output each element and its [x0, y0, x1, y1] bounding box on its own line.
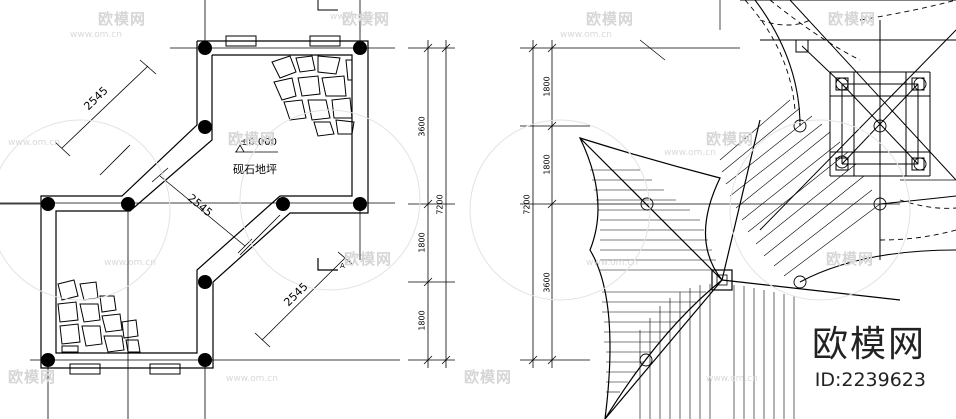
column: [353, 197, 367, 211]
dim-b-segment-mid: 1800: [542, 154, 552, 175]
dim-a-segment-upper: 3600: [417, 116, 427, 137]
elevation-symbol: [235, 144, 278, 153]
column: [41, 197, 55, 211]
section-marker-label: A: [340, 262, 345, 270]
dim-b-segment-upper: 1800: [542, 76, 552, 97]
watermark-url: www.om.cn: [8, 138, 60, 148]
watermark-url: www.om.cn: [330, 12, 382, 22]
column: [276, 197, 290, 211]
watermark-brand: 欧模网: [8, 368, 57, 386]
top-marker: [317, 0, 338, 11]
roof-plan: [578, 0, 956, 419]
dimension-column-b: [520, 40, 590, 368]
watermark-url: www.om.cn: [706, 374, 758, 384]
roof-center-post: [711, 269, 733, 291]
roof-axis-lines: [590, 0, 956, 205]
plan-openings: [69, 35, 341, 375]
column: [198, 41, 212, 55]
dim-a-segment-lower: 1800: [417, 310, 427, 331]
watermark-brand: 欧模网: [706, 130, 755, 148]
dim-a-segment-mid: 1800: [417, 232, 427, 253]
dim-a-overall: 7200: [435, 194, 445, 215]
dimension-column-a: [408, 40, 455, 368]
roof-hatch-left: [590, 169, 718, 393]
corner-id-label: ID:2239623: [814, 369, 926, 391]
watermark-url: www.om.cn: [104, 258, 156, 268]
watermark-brand: 欧模网: [228, 130, 277, 148]
watermark-logos: [0, 109, 911, 301]
floor-plan: [0, 0, 400, 419]
watermark-brand: 欧模网: [586, 10, 635, 28]
roof-lattice: [740, 0, 956, 260]
roof-hatch-lower: [639, 284, 795, 419]
corner-brand-logo: 欧模网: [811, 324, 926, 365]
watermark-brand: 欧模网: [98, 10, 147, 28]
plan-dimension-lines: [54, 59, 353, 348]
roof-dashed-eaves: [744, 0, 956, 241]
column: [198, 120, 212, 134]
watermark-brand: 欧模网: [826, 250, 875, 268]
roof-sail-right: [754, 0, 956, 283]
watermark-url: www.om.cn: [226, 374, 278, 384]
watermark-brand: 欧模网: [342, 10, 391, 28]
dim-b-segment-lower: 3600: [542, 272, 552, 293]
plan-columns: [41, 41, 367, 367]
watermark-url: www.om.cn: [664, 148, 716, 158]
column: [198, 353, 212, 367]
elevation-label: ±0.000: [240, 137, 278, 148]
dim-b-overall: 7200: [522, 194, 532, 215]
watermark-url: www.om.cn: [70, 30, 122, 40]
watermark-brand: 欧模网: [344, 250, 393, 268]
watermark-brand: 欧模网: [828, 10, 877, 28]
column: [41, 353, 55, 367]
column: [121, 197, 135, 211]
column: [198, 275, 212, 289]
watermark-brand: 欧模网: [464, 368, 513, 386]
watermark-url: www.om.cn: [586, 258, 638, 268]
plan-walls: [40, 40, 369, 369]
watermark-url: www.om.cn: [560, 30, 612, 40]
stone-paving-lower: [57, 279, 141, 353]
stone-paving-upper: [271, 55, 355, 137]
section-marker: [317, 258, 338, 271]
column: [353, 41, 367, 55]
floor-note: 砚石地坪: [233, 163, 277, 176]
roof-hatch-upper: [719, 99, 881, 277]
